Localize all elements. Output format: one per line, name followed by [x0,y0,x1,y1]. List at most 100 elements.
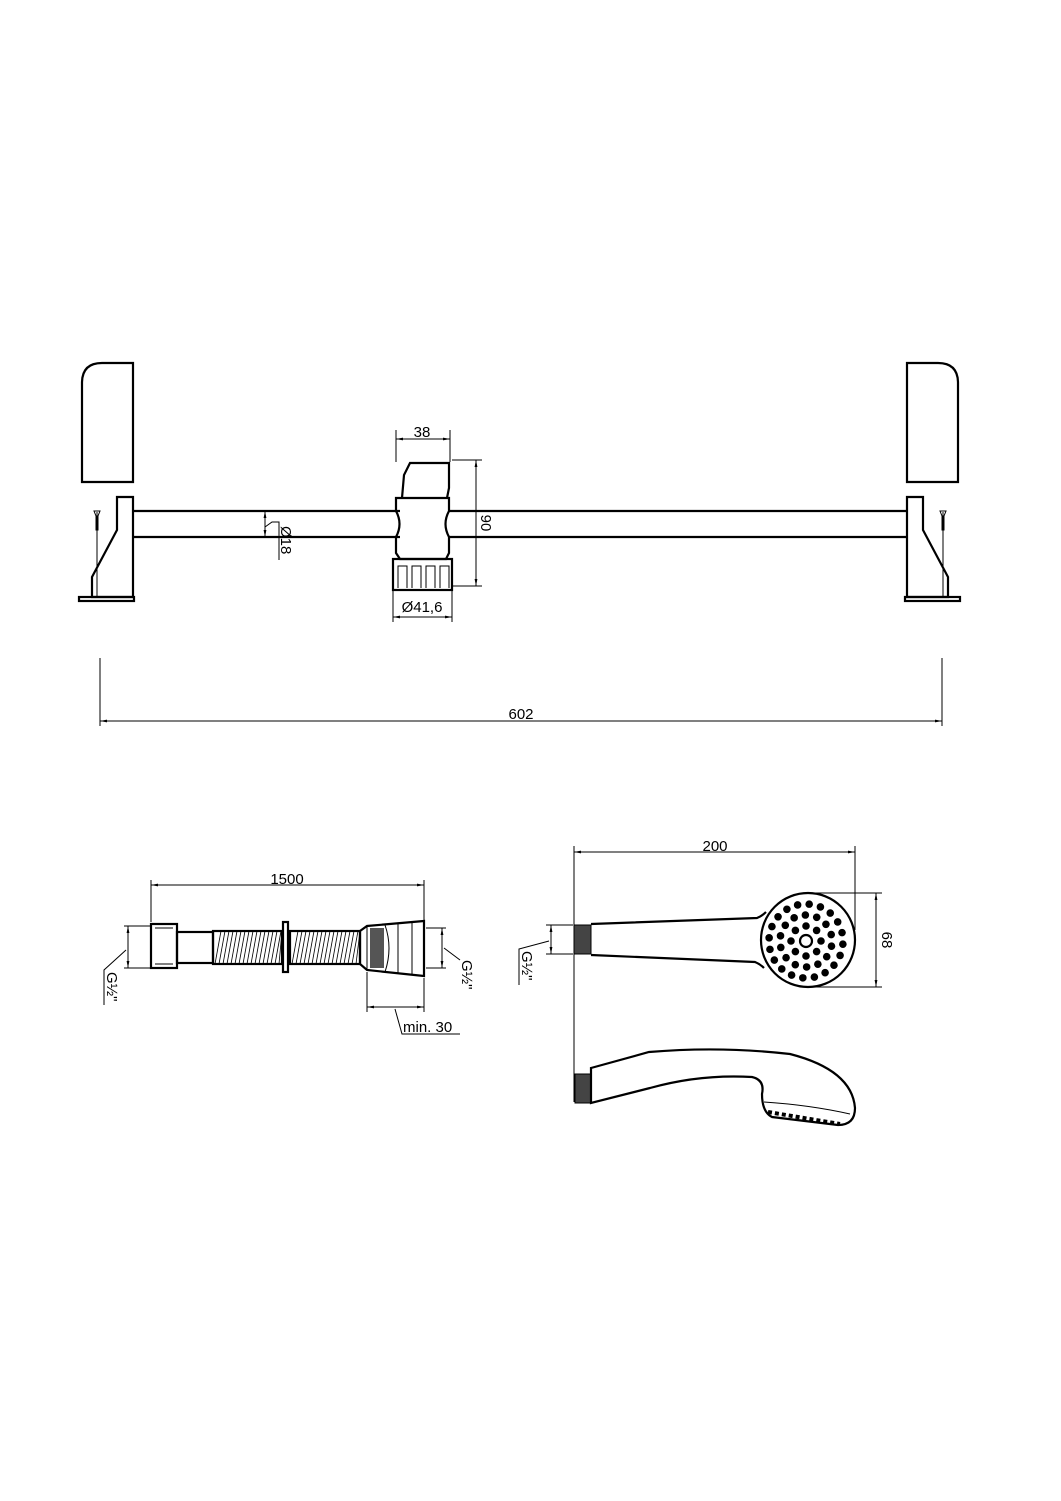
spray-hole [821,968,829,977]
spray-hole [839,940,847,948]
corrugation-line [274,930,282,965]
spray-hole [791,926,800,935]
corrugation-line [291,930,299,965]
corrugation-line [307,930,315,965]
bar-diameter-label: Ø18 [277,526,294,554]
corrugation-line [311,930,319,965]
corrugation-line [299,930,307,965]
spray-hole [822,952,831,961]
spray-hole [812,947,821,956]
corrugation-line [254,930,262,965]
corrugation-line [218,930,226,965]
spray-hole [833,918,842,926]
corrugation-line [327,930,335,965]
spray-hole [827,930,835,939]
spray-hole [781,921,790,930]
slide-rail-view: 38 90 Ø18 Ø41,6 602 [77,361,962,726]
hose-cone-nut [358,919,426,978]
corrugation-line [262,930,270,965]
corrugation-line [331,930,339,965]
slider-width-label: 38 [414,424,431,441]
spray-hole [783,905,791,914]
corrugation-line [226,930,234,965]
corrugation-line [303,930,311,965]
center-hole [798,933,814,949]
spray-hole [838,928,846,937]
corrugation-line [335,930,343,965]
spray-hole [805,900,813,908]
hose-length-label: 1500 [270,871,303,888]
hose-thread-left-label: G½" [103,972,120,1002]
hose-thread-right-label: G½" [458,960,475,990]
spray-hole [802,963,811,971]
hose-left-nut [149,922,179,970]
hand-shower-view: 200 68 G½" [518,838,895,1127]
right-bracket [903,495,962,603]
dimension-thread-left: G½" [103,925,150,1005]
dimension-68: 68 [808,892,895,988]
shower-thread [573,924,592,955]
spray-hole [830,961,838,970]
spray-hole [790,914,798,922]
corrugation-line [339,930,347,965]
spray-hole [791,947,800,956]
corrugation-line [234,930,242,965]
dimension-bar-diameter: Ø18 [263,511,294,560]
corrugation-line [214,930,222,965]
spray-hole [816,903,825,911]
spray-hole [777,943,785,952]
dimension-shower-thread: G½" [518,924,573,985]
dimension-nut-diameter: Ø41,6 [392,590,453,622]
shower-handle [590,911,767,969]
head-diameter-label: 68 [878,932,895,949]
hose-view: 1500 G½" G½" min. 30 [103,871,475,1036]
corrugation-line [258,930,266,965]
spray-hole [827,942,836,950]
corrugation-line [230,930,238,965]
corrugation-line [343,930,351,965]
spray-hole [768,922,776,931]
corrugation-line [319,930,327,965]
spray-hole [817,937,825,945]
min-length-label: min. 30 [403,1019,452,1036]
spray-hole [766,945,774,954]
spray-hole [814,960,822,968]
spray-hole [802,952,810,960]
spray-hole [791,960,800,969]
corrugation-line [246,930,254,965]
corrugation-line [242,930,250,965]
spray-hole [782,953,790,962]
spray-hole [812,926,821,935]
shower-thread-label: G½" [518,951,535,981]
nut-diameter-label: Ø41,6 [402,599,443,616]
spray-hole [810,973,819,981]
dimension-38: 38 [395,424,451,462]
corrugation-line [270,930,278,965]
spray-hole [826,909,835,917]
corrugation-line [222,930,230,965]
spray-hole [774,912,782,921]
left-bracket [77,495,136,603]
corrugation-line [238,930,246,965]
corrugation-line [295,930,303,965]
shower-side-view [574,1048,857,1127]
spray-hole [812,913,821,922]
corrugation-line [323,930,331,965]
dimension-602: 602 [99,658,943,726]
right-wall-cap [905,361,960,484]
spray-hole [793,901,802,909]
spray-hole [777,965,786,973]
spray-hole [765,934,773,942]
spray-hole [776,932,785,940]
left-wall-cap [80,361,135,484]
spray-hole [822,920,830,929]
slider-height-label: 90 [477,515,494,532]
spray-hole [799,974,807,982]
corrugation-line [347,930,355,965]
dimension-90: 90 [452,459,494,587]
corrugation-line [351,930,359,965]
shower-length-label: 200 [702,838,727,855]
rail-bar [133,509,907,539]
dimension-min-30: min. 30 [366,972,460,1036]
